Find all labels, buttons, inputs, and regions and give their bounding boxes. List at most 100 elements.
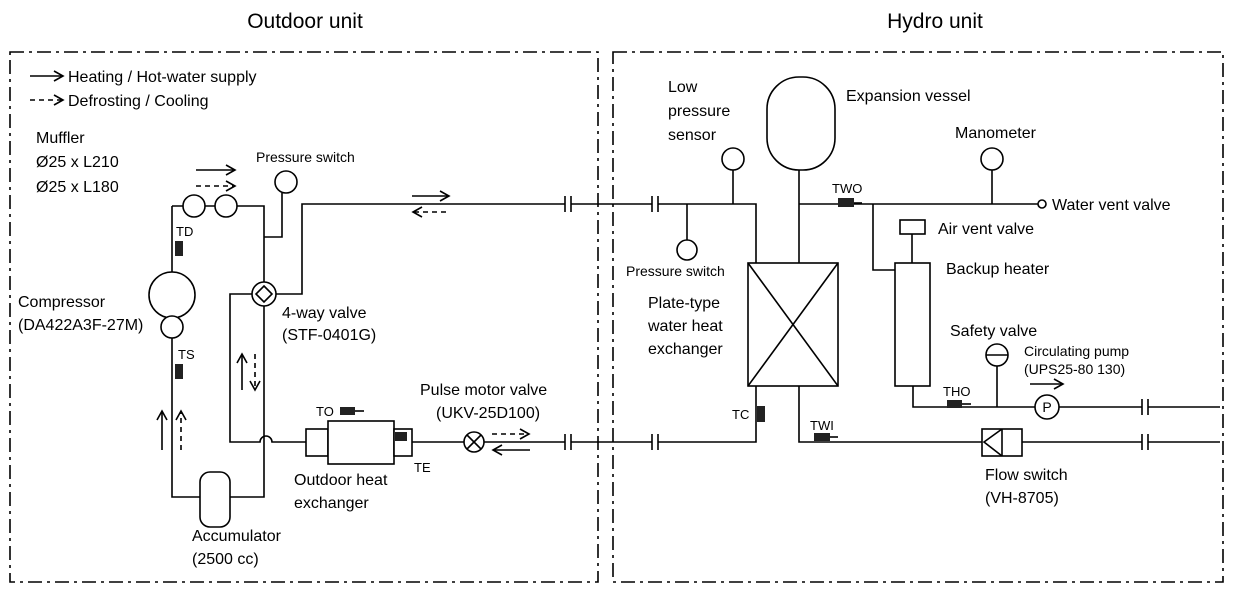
- twi-sensor: [814, 433, 830, 441]
- heat-exchanger-label-1: Outdoor heat: [294, 472, 388, 489]
- water-in-joint: [1141, 434, 1149, 450]
- two-label: TWO: [832, 181, 862, 196]
- plate-hx-label-2: water heat: [647, 318, 723, 335]
- hydro-liquid-joint: [651, 434, 659, 450]
- compressor-label: Compressor: [18, 294, 106, 311]
- plate-hx-label-1: Plate-type: [648, 295, 720, 312]
- muffler-solid-arrow-icon: [196, 164, 237, 176]
- pmv-model: (UKV-25D100): [436, 405, 540, 422]
- pipe-muffler-line: [172, 205, 265, 282]
- pipe-valve-to-accumulator: [230, 306, 265, 498]
- outdoor-gas-joint: [564, 196, 572, 212]
- muffler-dashed-arrow-icon: [196, 180, 237, 192]
- pump-symbol: P: [1042, 399, 1051, 415]
- circulating-pump: [1034, 394, 1060, 420]
- plate-hx-label-3: exchanger: [648, 341, 723, 358]
- four-way-valve: [251, 281, 277, 307]
- heater-supply-pipe: [872, 204, 895, 271]
- outdoor-heat-exchanger: [305, 420, 413, 465]
- flow-switch-label: Flow switch: [985, 467, 1068, 484]
- pmv-label: Pulse motor valve: [420, 382, 547, 399]
- muffler-1: [182, 194, 206, 218]
- td-sensor: [175, 241, 183, 256]
- outdoor-pressure-switch-label: Pressure switch: [256, 149, 355, 165]
- tho-sensor: [947, 400, 962, 408]
- valve-dashed-arrow-icon: [249, 354, 261, 392]
- water-out-joint: [1141, 399, 1149, 415]
- tc-label: TC: [732, 407, 749, 422]
- manometer-label: Manometer: [955, 125, 1037, 142]
- water-inlet-pipe: [798, 386, 1142, 443]
- pipe-valve-to-heat-exchanger: [229, 293, 306, 443]
- flow-switch-model: (VH-8705): [985, 490, 1059, 507]
- expansion-vessel-label: Expansion vessel: [846, 88, 971, 105]
- hydro-unit-boundary: [612, 51, 1224, 583]
- safety-valve-label: Safety valve: [950, 323, 1037, 340]
- accumulator-size: (2500 cc): [192, 551, 259, 568]
- hydro-pressure-switch: [676, 239, 698, 261]
- pump-model: (UPS25-80 130): [1024, 361, 1125, 377]
- outdoor-pressure-switch: [274, 170, 298, 194]
- te-label: TE: [414, 460, 431, 475]
- ts-label: TS: [178, 347, 195, 362]
- air-vent-label: Air vent valve: [938, 221, 1034, 238]
- low-pressure-sensor: [721, 147, 745, 171]
- expansion-vessel: [766, 76, 836, 171]
- compressor-base: [160, 315, 184, 339]
- two-sensor: [838, 198, 854, 207]
- te-sensor: [395, 432, 407, 441]
- muffler-label: Muffler: [36, 130, 85, 147]
- water-vent-label: Water vent valve: [1052, 197, 1171, 214]
- to-label: TO: [316, 404, 334, 419]
- muffler-2: [214, 194, 238, 218]
- outdoor-liquid-joint: [564, 434, 572, 450]
- legend-dashed-arrow-icon: [30, 94, 65, 106]
- legend: Heating / Hot-water supply Defrosting / …: [30, 69, 257, 110]
- flow-switch: [981, 428, 1023, 457]
- outdoor-unit-title: Outdoor unit: [247, 10, 363, 33]
- plate-heat-exchanger: [747, 262, 839, 387]
- compressor: [148, 271, 196, 319]
- hydro-gas-pipe: [658, 203, 757, 263]
- tc-sensor: [757, 406, 765, 422]
- four-way-valve-label: 4-way valve: [282, 305, 367, 322]
- twi-label: TWI: [810, 418, 834, 433]
- hydro-unit-title: Hydro unit: [887, 10, 983, 33]
- gas-dashed-arrow-icon: [411, 206, 450, 218]
- low-pressure-label-2: pressure: [668, 103, 730, 120]
- tho-label: THO: [943, 384, 970, 399]
- hydro-liquid-pipe: [658, 386, 757, 443]
- backup-heater: [894, 262, 931, 387]
- backup-heater-label: Backup heater: [946, 261, 1050, 278]
- compressor-model: (DA422A3F-27M): [18, 317, 143, 334]
- muffler-size-2: Ø25 x L180: [36, 179, 119, 196]
- manometer: [980, 147, 1004, 171]
- legend-heating-label: Heating / Hot-water supply: [68, 69, 257, 86]
- suction-dashed-arrow-icon: [175, 409, 187, 450]
- safety-valve: [985, 343, 1009, 367]
- low-pressure-label-1: Low: [668, 79, 698, 96]
- low-pressure-label-3: sensor: [668, 127, 717, 144]
- pipe-suction-line: [171, 338, 200, 498]
- pulse-motor-valve: [463, 431, 485, 453]
- water-vent-valve: [1037, 199, 1047, 209]
- hydro-gas-joint: [651, 196, 659, 212]
- legend-solid-arrow-icon: [30, 70, 65, 82]
- pump-outlet-pipe: [912, 386, 1142, 408]
- gas-solid-arrow-icon: [412, 190, 451, 202]
- liquid-dashed-arrow-icon: [492, 428, 531, 440]
- pump-flow-arrow-icon: [1030, 378, 1065, 390]
- pipe-gas-line: [276, 203, 565, 295]
- four-way-valve-model: (STF-0401G): [282, 327, 376, 344]
- accumulator-label: Accumulator: [192, 528, 282, 545]
- suction-solid-arrow-icon: [156, 409, 168, 450]
- valve-solid-arrow-icon: [236, 352, 248, 390]
- td-label: TD: [176, 224, 193, 239]
- accumulator: [199, 471, 231, 528]
- pipe-pressure-switch: [264, 193, 283, 238]
- legend-defrost-label: Defrosting / Cooling: [68, 93, 209, 110]
- to-sensor: [340, 407, 355, 415]
- outdoor-unit-boundary: [9, 51, 599, 583]
- ts-sensor: [175, 364, 183, 379]
